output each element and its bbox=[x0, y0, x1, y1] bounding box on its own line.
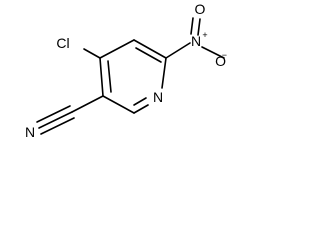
molecule-canvas: Cl N + O O − N N bbox=[0, 0, 228, 158]
nitrile-attachment-bond bbox=[71, 95, 104, 113]
nitro-bond bbox=[165, 42, 191, 59]
chlorine-label: Cl bbox=[56, 35, 69, 51]
ring-bond-c6-c5 bbox=[102, 95, 135, 114]
ring-bond-n1-c6-inner bbox=[133, 97, 147, 106]
nitro-oxygen-top-double-bond-b bbox=[197, 18, 201, 36]
ring-bond-n1-c6 bbox=[133, 104, 149, 114]
structure-diagram: Cl N + O O − N N bbox=[25, 1, 227, 140]
chlorine-bond bbox=[83, 48, 101, 59]
nitro-oxygen-right-bond bbox=[201, 46, 225, 59]
nitro-oxygen-right-label: O bbox=[215, 53, 226, 69]
nitro-oxygen-top-label: O bbox=[195, 1, 206, 17]
ring-bond-c4-c5 bbox=[99, 57, 104, 97]
ring-bond-c3-c2-inner bbox=[135, 47, 162, 63]
ring-bond-c2-n1 bbox=[161, 57, 167, 89]
nitrile-triple-bond-c bbox=[40, 117, 75, 135]
nitrile-triple-bond-b bbox=[36, 105, 71, 123]
nitrile-nitrogen-label: N bbox=[25, 124, 35, 140]
ring-bond-c4-c3 bbox=[99, 39, 135, 59]
ring-nitrogen-label: N bbox=[153, 89, 163, 105]
nitro-plus-charge: + bbox=[202, 30, 207, 40]
ring-bond-c4-c5-inner bbox=[107, 60, 112, 93]
ring-bond-c3-c2 bbox=[133, 39, 167, 59]
nitrile-triple-bond-a bbox=[38, 111, 73, 129]
nitro-nitrogen-label: N bbox=[191, 33, 201, 49]
nitro-oxygen-top-double-bond-a bbox=[190, 17, 194, 35]
nitro-minus-charge: − bbox=[222, 50, 227, 60]
